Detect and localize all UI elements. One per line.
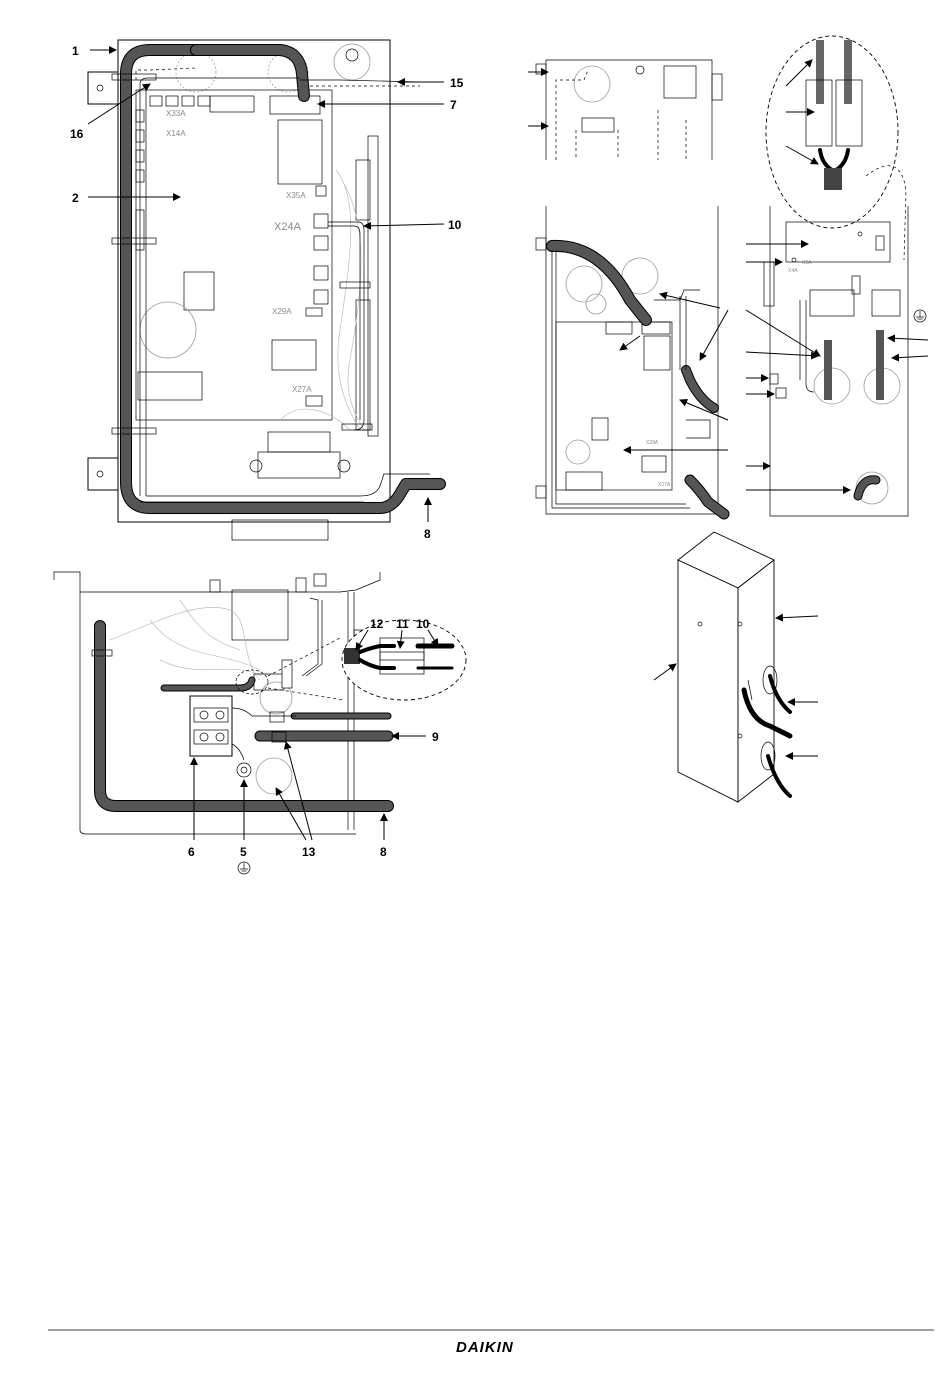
pcb-label-x4a: X4A: [788, 268, 798, 274]
callout-10: 10: [448, 218, 462, 232]
terminal-detail-diagram: 12 11 10 9 6 5 13 8: [54, 572, 466, 874]
daikin-logo: DAIKIN: [456, 1339, 514, 1356]
pcb-label-x27a: X27A: [292, 385, 312, 394]
zoom-bubble-top: [766, 36, 906, 260]
pcb-label-x24a: X24A: [274, 221, 302, 233]
unit-3d-view: [654, 532, 818, 802]
ground-icon: [914, 310, 926, 322]
callout-13: 13: [302, 845, 316, 859]
terminal-block-6: [190, 696, 232, 756]
pcb-label-x33a: X33A: [166, 109, 186, 118]
pcb-label-x3a: X3A: [802, 260, 812, 266]
callout-6: 6: [188, 845, 195, 859]
pcb-label-x29a: X29A: [272, 307, 292, 316]
callout-1: 1: [72, 44, 79, 58]
callout-9: 9: [432, 730, 439, 744]
side-view-right: X3A X4A: [746, 206, 928, 516]
top-view-small: [528, 60, 722, 160]
connector-box-7: [270, 96, 320, 114]
callout-7: 7: [450, 98, 457, 112]
main-switch-box-diagram: X33A X14A X35A X24A X29A X27A 1 16 2 15 …: [70, 40, 464, 541]
callout-8-bottom: 8: [380, 845, 387, 859]
callout-11: 11: [396, 617, 409, 631]
pcb-label-small-x27a: X27A: [658, 482, 671, 488]
callout-2: 2: [72, 191, 79, 205]
callout-16: 16: [70, 127, 84, 141]
side-view-middle: X29A X27A: [536, 206, 728, 514]
callout-12: 12: [370, 617, 384, 631]
pcb-board: [136, 90, 332, 420]
callout-15: 15: [450, 76, 464, 90]
callout-8: 8: [424, 527, 431, 541]
pcb-label-small-x29a: X29A: [646, 440, 659, 446]
pcb-label-x35a: X35A: [286, 191, 306, 200]
ground-icon-bottom: [238, 862, 250, 874]
pcb-label-x14a: X14A: [166, 129, 186, 138]
callout-5: 5: [240, 845, 247, 859]
callout-10-bottom: 10: [416, 617, 430, 631]
